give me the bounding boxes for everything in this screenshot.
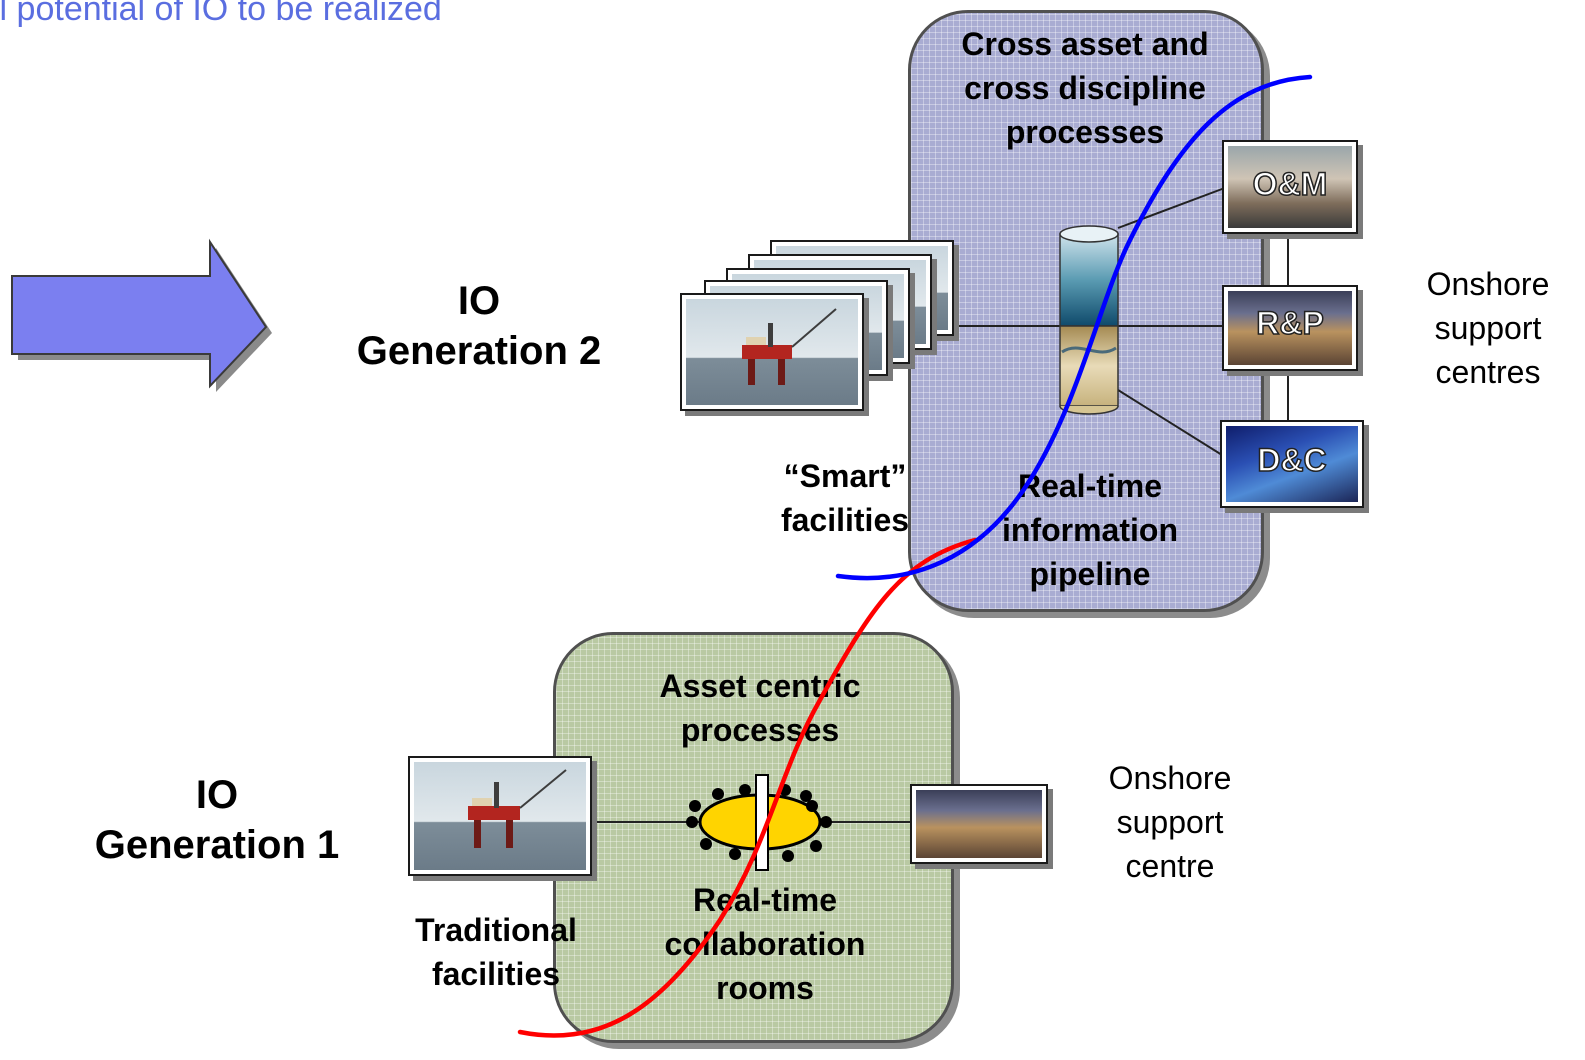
gen2-pipeline-line-2: information [1002,512,1178,548]
gen2-onshore-line-2: support [1434,310,1542,346]
gen2-title-line2: Generation 2 [356,329,602,373]
gen2-process-line-3: processes [1005,114,1165,150]
gen2-title: IO Generation 2 [334,276,624,376]
gen2-s-curve [835,74,1313,581]
om-centre-photo: O&M [1222,140,1358,234]
gen1-onshore-label: Onshore support centre [1080,756,1260,888]
gen2-title-line1: IO [457,279,501,323]
gen2-onshore-line-3: centres [1435,354,1541,390]
gen2-process-line-2: cross discipline [964,70,1206,106]
gen1-collab-line-2: collaboration [664,926,866,962]
oil-platform-icon-gen1 [468,769,567,848]
om-centre-label: O&M [1252,165,1328,203]
page-heading: ll potential of IO to be realized [0,0,442,28]
gen1-onshore-centre-photo [910,784,1048,864]
gen1-collab-line-3: rooms [716,970,814,1006]
gen2-dc-line [1117,389,1231,461]
gen1-onshore-line-3: centre [1125,848,1215,884]
gen2-facilities-label: “Smart” facilities [760,454,930,542]
gen2-facilities-line-1: “Smart” [783,458,907,494]
gen1-collab-line-1: Real-time [692,882,838,918]
gen1-process-box [553,632,954,1043]
gen2-om-line [1117,185,1231,229]
gen1-onshore-line-1: Onshore [1108,760,1232,796]
gen2-pipeline-label: Real-time information pipeline [960,464,1220,596]
traditional-facility-photo [408,756,592,876]
dc-centre-photo: D&C [1220,420,1364,508]
gen1-process-label: Asset centric processes [600,664,920,752]
gen1-facilities-line-2: facilities [431,956,561,992]
gen2-onshore-label: Onshore support centres [1400,262,1576,394]
gen1-onshore-line-2: support [1116,804,1224,840]
gen2-pipeline-line-3: pipeline [1029,556,1151,592]
dc-centre-label: D&C [1257,441,1328,479]
gen2-pipeline-line-1: Real-time [1017,468,1163,504]
gen1-collab-label: Real-time collaboration rooms [620,878,910,1010]
gen1-facilities-line-1: Traditional [415,912,577,948]
gen2-process-line-1: Cross asset and [961,26,1209,62]
gen1-title: IO Generation 1 [72,770,362,870]
oil-platform-icon [742,308,837,385]
rp-centre-label: R&P [1255,304,1324,342]
rp-centre-photo: R&P [1222,285,1358,371]
gen1-s-curve [517,537,978,1038]
gen2-process-label: Cross asset and cross discipline process… [910,22,1260,154]
gen1-facilities-label: Traditional facilities [396,908,596,996]
gen2-onshore-line-1: Onshore [1426,266,1550,302]
smart-facility-photo-1 [680,293,864,411]
gen1-title-line1: IO [195,773,239,817]
progress-arrow-icon [11,238,272,392]
gen2-facilities-line-2: facilities [780,502,910,538]
gen1-title-line2: Generation 1 [94,823,340,867]
gen2-process-box [908,10,1264,612]
